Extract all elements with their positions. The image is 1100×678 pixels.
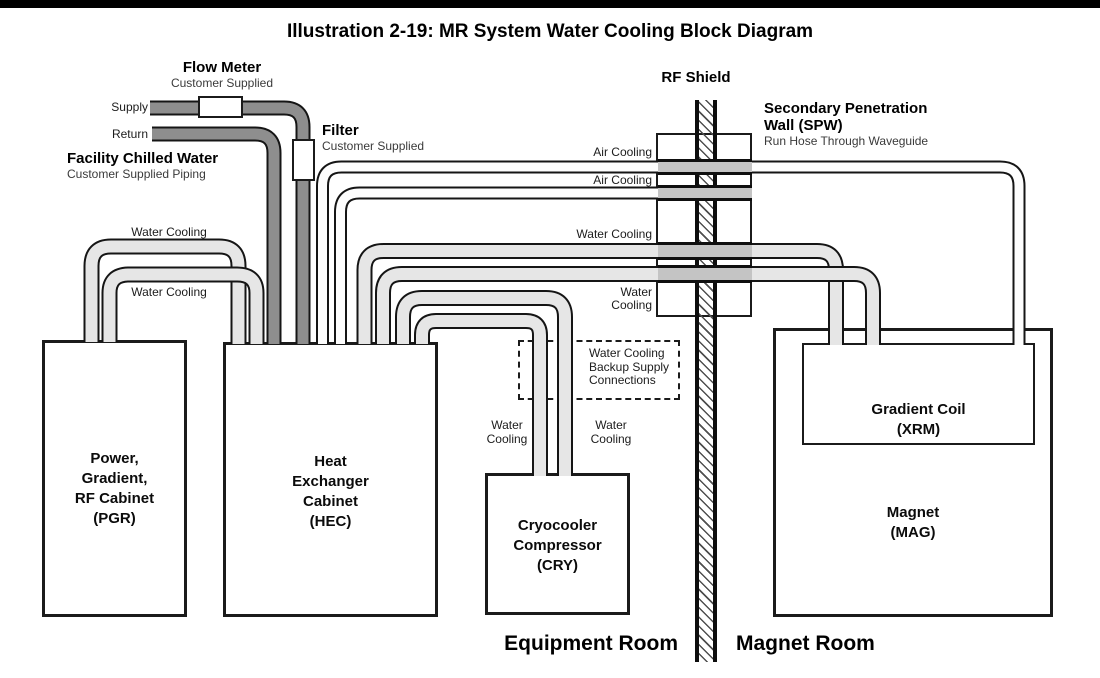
facility-subtitle: Customer Supplied Piping (67, 167, 206, 181)
cry-box-title: Cryocooler Compressor (CRY) (513, 517, 602, 574)
water-cooling-wall-label-2: Water Cooling (540, 286, 652, 312)
supply-label: Supply (111, 100, 148, 114)
return-label: Return (111, 127, 148, 141)
cry-left-line2: Cooling (486, 432, 528, 446)
air-cooling-label-1: Air Cooling (593, 145, 652, 159)
water-cooling-wall-label-1: Water Cooling (576, 227, 652, 241)
filter-subtitle: Customer Supplied (322, 139, 425, 153)
magnet-room-label: Magnet Room (736, 632, 875, 655)
cry-left-line1: Water (491, 418, 523, 432)
spw-title-line1: Secondary Penetration (764, 100, 928, 117)
pgr-box-title: Power, Gradient, RF Cabinet (PGR) (74, 450, 155, 527)
filter-label: Filter Customer Supplied (322, 122, 424, 153)
loop-water-cooling-label-inner: Water Cooling (131, 285, 207, 299)
hec-box-title: Heat Exchanger Cabinet (HEC) (292, 453, 369, 530)
waveguide-band-air-2 (658, 185, 752, 201)
filter-title: Filter (322, 122, 359, 139)
water-cooling-wall-label-2-line1: Water (620, 285, 652, 299)
flow-meter-title: Flow Meter (182, 59, 262, 76)
spw-title-line2: Wall (SPW) (764, 117, 843, 134)
loop-water-cooling-label-outer: Water Cooling (131, 225, 207, 239)
rf-shield-label: RF Shield (661, 69, 731, 86)
flow-meter-label: Flow Meter Customer Supplied (152, 59, 292, 90)
cry-right-line2: Cooling (590, 432, 632, 446)
gradient-coil-box (802, 343, 1035, 445)
waveguide-band-water-1 (658, 242, 752, 260)
xrm-box-title: Gradient Coil (XRM) (871, 401, 966, 438)
air-cooling-label-2: Air Cooling (593, 173, 652, 187)
spw-label: Secondary Penetration Wall (SPW) Run Hos… (764, 100, 928, 148)
backup-line-1: Water Cooling (589, 346, 665, 360)
cry-compressor-box (485, 473, 630, 615)
waveguide-band-water-2 (658, 265, 752, 283)
filter-box (292, 139, 315, 181)
equipment-room-label: Equipment Room (504, 632, 678, 655)
flow-meter-subtitle: Customer Supplied (170, 76, 274, 90)
cry-water-cooling-label-right: Water Cooling (580, 418, 642, 446)
diagram-title: Illustration 2-19: MR System Water Cooli… (286, 21, 814, 42)
facility-title: Facility Chilled Water (67, 150, 219, 167)
top-black-bar (0, 0, 1100, 8)
pgr-cabinet-box (42, 340, 187, 617)
cry-right-line1: Water (595, 418, 627, 432)
water-cooling-wall-label-2-line2: Cooling (611, 298, 652, 312)
spw-subtitle: Run Hose Through Waveguide (764, 134, 929, 148)
backup-line-2: Backup Supply (589, 359, 670, 374)
facility-chilled-water-label: Facility Chilled Water Customer Supplied… (67, 150, 218, 181)
flow-meter-box (198, 96, 243, 118)
mag-box-title: Magnet (MAG) (886, 504, 940, 541)
waveguide-band-air-1 (658, 159, 752, 175)
backup-supply-label: Water Cooling Backup Supply Connections (589, 346, 670, 388)
backup-line-3: Connections (589, 373, 656, 387)
cry-water-cooling-label-left: Water Cooling (476, 418, 538, 446)
